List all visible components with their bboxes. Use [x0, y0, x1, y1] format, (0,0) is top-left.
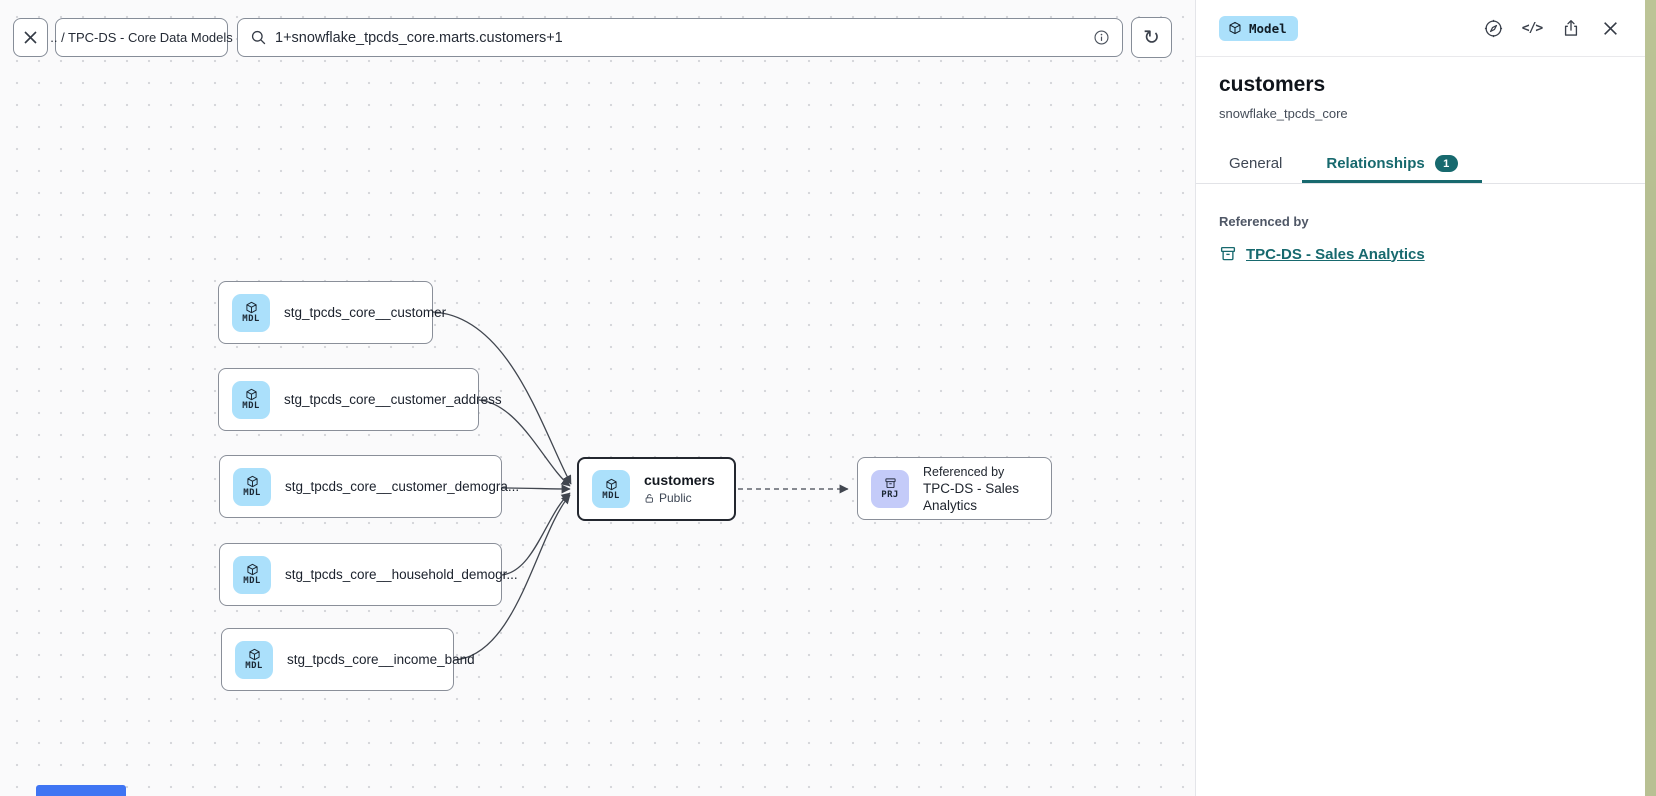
node-stg-customer[interactable]: MDL stg_tpcds_core__customer	[218, 281, 446, 344]
desktop-background-strip	[1645, 0, 1656, 796]
search-icon	[251, 30, 266, 45]
archive-icon	[1220, 246, 1236, 261]
referenced-project-link-label: TPC-DS - Sales Analytics	[1246, 245, 1425, 263]
node-title: customers	[644, 472, 715, 488]
lineage-canvas[interactable]: .. / TPC-DS - Core Data Models ↻ MDL stg…	[0, 0, 1195, 796]
node-stg-customer-demographics[interactable]: MDL stg_tpcds_core__customer_demogra...	[219, 455, 519, 518]
cube-icon	[605, 478, 617, 490]
chip-label: PRJ	[881, 490, 899, 500]
cube-icon	[245, 388, 257, 401]
close-icon	[1603, 21, 1617, 35]
close-panel-button[interactable]	[1597, 15, 1623, 41]
tab-relationships[interactable]: Relationships 1	[1302, 145, 1482, 183]
lineage-edges	[432, 311, 849, 661]
model-chip: MDL	[232, 380, 270, 419]
node-referenced-project[interactable]: PRJ Referenced by TPC-DS - Sales Analyti…	[857, 457, 1052, 520]
panel-header-actions: </>	[1480, 15, 1623, 41]
chip-label: MDL	[602, 490, 620, 501]
breadcrumb-label: .. / TPC-DS - Core Data Models	[50, 30, 233, 45]
reference-caption: Referenced by	[923, 464, 1005, 479]
node-text-block: Referenced by TPC-DS - Sales Analytics	[923, 464, 1037, 514]
model-type-badge: Model	[1219, 15, 1298, 41]
panel-header: Model </>	[1196, 0, 1645, 57]
explore-lineage-button[interactable]	[1480, 15, 1506, 41]
type-badge-label: Model	[1249, 20, 1287, 36]
node-label: stg_tpcds_core__customer	[284, 305, 447, 320]
node-stg-customer-address[interactable]: MDL stg_tpcds_core__customer_address	[218, 368, 502, 431]
chip-label: MDL	[242, 314, 260, 324]
chip-label: MDL	[242, 401, 260, 411]
node-label: stg_tpcds_core__household_demogr...	[285, 567, 518, 582]
visibility-label: Public	[659, 491, 692, 505]
model-chip: MDL	[233, 555, 271, 594]
cube-icon	[248, 648, 260, 661]
node-stg-household-demographics[interactable]: MDL stg_tpcds_core__household_demogr...	[219, 543, 518, 606]
search-input[interactable]	[275, 29, 1085, 46]
breadcrumb[interactable]: .. / TPC-DS - Core Data Models	[50, 18, 233, 57]
share-button[interactable]	[1558, 15, 1584, 41]
node-text-block: customers Public	[644, 472, 715, 506]
model-chip: MDL	[233, 467, 271, 506]
node-label: stg_tpcds_core__customer_address	[284, 392, 502, 407]
share-icon	[1564, 20, 1578, 36]
project-chip: PRJ	[871, 469, 909, 508]
panel-tabs: General Relationships 1	[1196, 145, 1645, 184]
node-visibility: Public	[644, 491, 715, 506]
tab-label: Relationships	[1326, 155, 1425, 173]
model-chip: MDL	[232, 293, 270, 332]
panel-title: customers	[1219, 73, 1326, 96]
chip-label: MDL	[245, 661, 263, 671]
lock-open-icon	[645, 494, 653, 503]
lineage-search[interactable]	[237, 18, 1123, 57]
reference-project-name: TPC-DS - Sales Analytics	[923, 480, 1020, 513]
canvas-bottom-blue-bar	[36, 785, 126, 796]
view-code-button[interactable]: </>	[1519, 15, 1545, 41]
tab-general[interactable]: General	[1209, 145, 1302, 183]
node-label: stg_tpcds_core__income_band	[287, 652, 475, 667]
node-customers-selected[interactable]: MDL customers Public	[577, 457, 736, 521]
panel-subtitle: snowflake_tpcds_core	[1219, 106, 1348, 121]
node-stg-income-band[interactable]: MDL stg_tpcds_core__income_band	[221, 628, 475, 691]
chip-label: MDL	[243, 576, 261, 586]
refresh-button[interactable]: ↻	[1131, 17, 1172, 58]
details-panel: Model </> customers snowflake_tpcds_core	[1195, 0, 1645, 796]
referenced-project-link[interactable]: TPC-DS - Sales Analytics	[1219, 245, 1425, 263]
code-icon: </>	[1521, 20, 1544, 36]
close-lineage-button[interactable]	[13, 18, 48, 57]
chip-label: MDL	[243, 488, 261, 498]
referenced-by-label: Referenced by	[1219, 214, 1309, 229]
refresh-icon: ↻	[1143, 27, 1160, 49]
cube-icon	[1229, 21, 1241, 35]
close-icon	[24, 31, 37, 44]
info-icon[interactable]	[1093, 29, 1110, 46]
relationships-count-badge: 1	[1434, 155, 1458, 173]
model-chip: MDL	[235, 640, 273, 679]
compass-icon	[1484, 19, 1502, 37]
model-chip: MDL	[592, 470, 630, 508]
cube-icon	[246, 563, 258, 576]
cube-icon	[245, 301, 257, 314]
node-label: stg_tpcds_core__customer_demogra...	[285, 479, 520, 494]
archive-icon	[884, 478, 896, 489]
cube-icon	[246, 475, 258, 488]
tab-label: General	[1229, 155, 1283, 172]
